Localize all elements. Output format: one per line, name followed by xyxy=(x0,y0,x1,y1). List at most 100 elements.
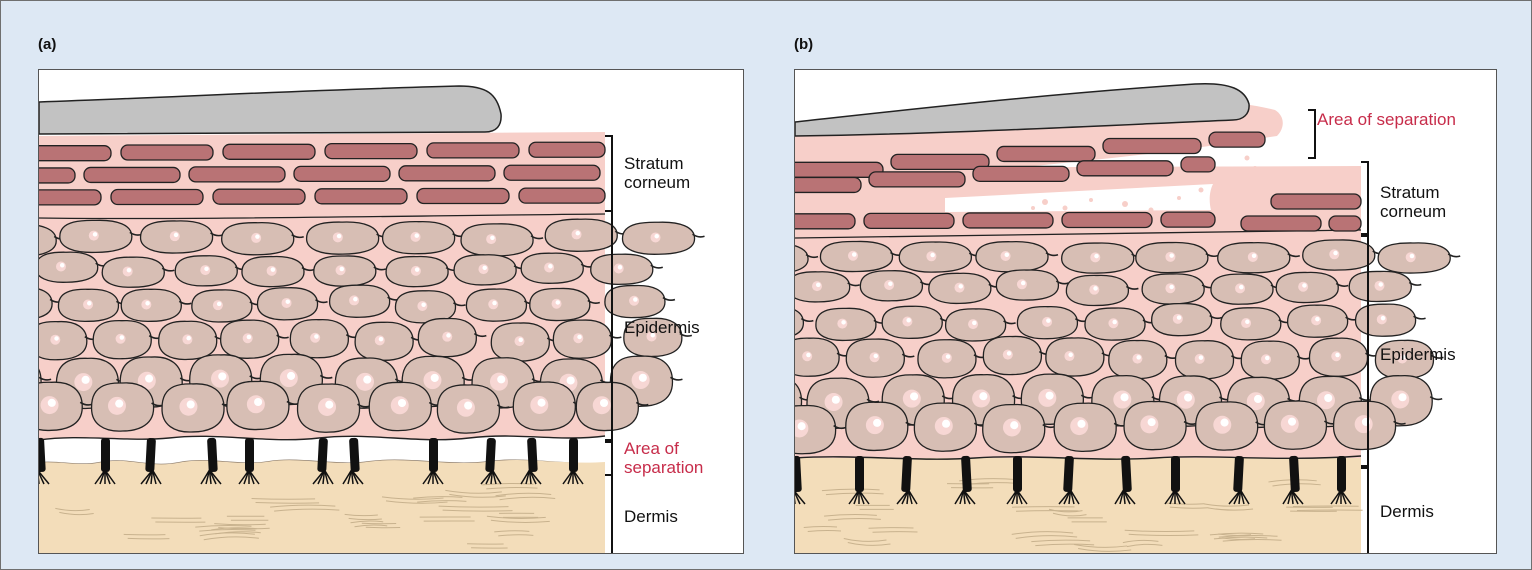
corneocyte xyxy=(1077,161,1173,176)
fiber xyxy=(1297,510,1363,511)
debris-droplet xyxy=(1249,176,1253,180)
label-epidermis: Epidermis xyxy=(624,318,700,337)
nucleolus xyxy=(415,267,420,272)
bracket-stratum-corneum xyxy=(605,136,612,211)
nucleolus xyxy=(798,422,806,430)
corneocyte xyxy=(315,189,407,204)
anchoring-fibril xyxy=(1063,456,1074,492)
nucleolus xyxy=(888,282,893,287)
keratinocyte xyxy=(330,285,390,317)
nucleolus xyxy=(82,376,90,384)
nucleolus xyxy=(906,318,911,323)
nucleolus xyxy=(1169,285,1174,290)
debris-droplet xyxy=(1149,208,1154,213)
corneocyte xyxy=(1103,138,1201,153)
nucleolus xyxy=(874,354,879,359)
nucleolus xyxy=(174,233,179,238)
nucleolus xyxy=(930,253,935,258)
nucleolus xyxy=(1077,420,1085,428)
corneocyte xyxy=(529,142,605,157)
bracket-stratum-corneum xyxy=(1361,162,1368,234)
keratinocyte xyxy=(39,252,98,282)
anchoring-fibril xyxy=(855,456,864,492)
nucleolus xyxy=(1265,356,1270,361)
nucleolus xyxy=(873,419,881,427)
label-stratum-corneum: Stratum corneum xyxy=(1380,183,1446,221)
debris-droplet xyxy=(1199,188,1204,193)
nucleolus xyxy=(946,354,951,359)
panel-a-illustration xyxy=(39,70,743,553)
label-stratum-corneum: Stratum corneum xyxy=(624,154,690,192)
nucleolus xyxy=(217,302,222,307)
fiber xyxy=(1012,507,1074,508)
debris-droplet xyxy=(1042,199,1048,205)
corneocyte xyxy=(417,188,509,203)
corneocyte xyxy=(189,167,285,182)
nucleolus xyxy=(1333,251,1338,256)
nucleolus xyxy=(577,335,582,340)
nucleolus xyxy=(1335,353,1340,358)
nucleolus xyxy=(431,374,439,382)
nucleolus xyxy=(255,234,259,239)
nucleolus xyxy=(1324,394,1332,402)
nucleolus xyxy=(633,297,638,302)
corneocyte xyxy=(864,213,954,228)
nucleolus xyxy=(1239,285,1244,290)
panel-b: Area of separation Stratum corneum Epide… xyxy=(794,69,1497,554)
keratinocyte xyxy=(1046,338,1104,376)
nucleolus xyxy=(1010,421,1018,429)
corneocyte xyxy=(795,214,855,229)
nucleolus xyxy=(1288,418,1296,426)
corneocyte xyxy=(1241,216,1321,231)
nucleolus xyxy=(1007,351,1012,356)
corneocyte xyxy=(325,144,417,159)
corneocyte xyxy=(1209,132,1265,147)
label-epidermis: Epidermis xyxy=(1380,345,1456,364)
nucleolus xyxy=(910,392,918,400)
corneocyte xyxy=(1161,212,1215,227)
scale xyxy=(39,86,501,134)
corneocyte xyxy=(1062,212,1152,227)
anchoring-fibril xyxy=(429,438,438,472)
nucleolus xyxy=(120,335,125,340)
nucleolus xyxy=(1046,318,1051,323)
corneocyte xyxy=(294,166,390,181)
nucleolus xyxy=(497,375,505,383)
corneocyte xyxy=(39,168,75,183)
corneocyte xyxy=(213,189,305,204)
anchoring-fibril xyxy=(317,438,328,472)
nucleolus xyxy=(204,267,209,272)
anchoring-fibril xyxy=(1121,456,1132,492)
anchoring-fibril xyxy=(485,438,496,472)
keratinocyte xyxy=(996,270,1058,300)
panel-a-letter: (a) xyxy=(38,36,56,53)
corneocyte xyxy=(1181,157,1215,172)
nucleolus xyxy=(337,234,342,239)
nucleolus xyxy=(1169,253,1174,258)
nucleolus xyxy=(287,372,295,380)
nucleolus xyxy=(1302,283,1307,288)
corneocyte xyxy=(869,172,965,187)
nucleolus xyxy=(1021,281,1026,286)
nucleolus xyxy=(464,401,472,409)
nucleolus xyxy=(600,399,608,407)
debris-droplet xyxy=(1253,166,1257,170)
nucleolus xyxy=(1315,317,1320,322)
bracket-area-of-separation xyxy=(1308,110,1315,158)
debris-droplet xyxy=(1063,206,1068,211)
anchoring-fibril xyxy=(961,456,972,492)
corneocyte xyxy=(519,188,605,203)
nucleolus xyxy=(852,252,857,257)
fiber xyxy=(1293,506,1359,507)
corneocyte xyxy=(504,165,600,180)
corneocyte xyxy=(39,190,101,205)
nucleolus xyxy=(1046,392,1054,400)
corneocyte xyxy=(891,154,989,169)
fiber xyxy=(1016,511,1078,512)
nucleolus xyxy=(127,268,132,273)
corneocyte xyxy=(963,213,1053,228)
nucleolus xyxy=(942,420,950,428)
nucleolus xyxy=(145,375,153,383)
nucleolus xyxy=(218,372,226,380)
nucleolus xyxy=(841,320,846,325)
